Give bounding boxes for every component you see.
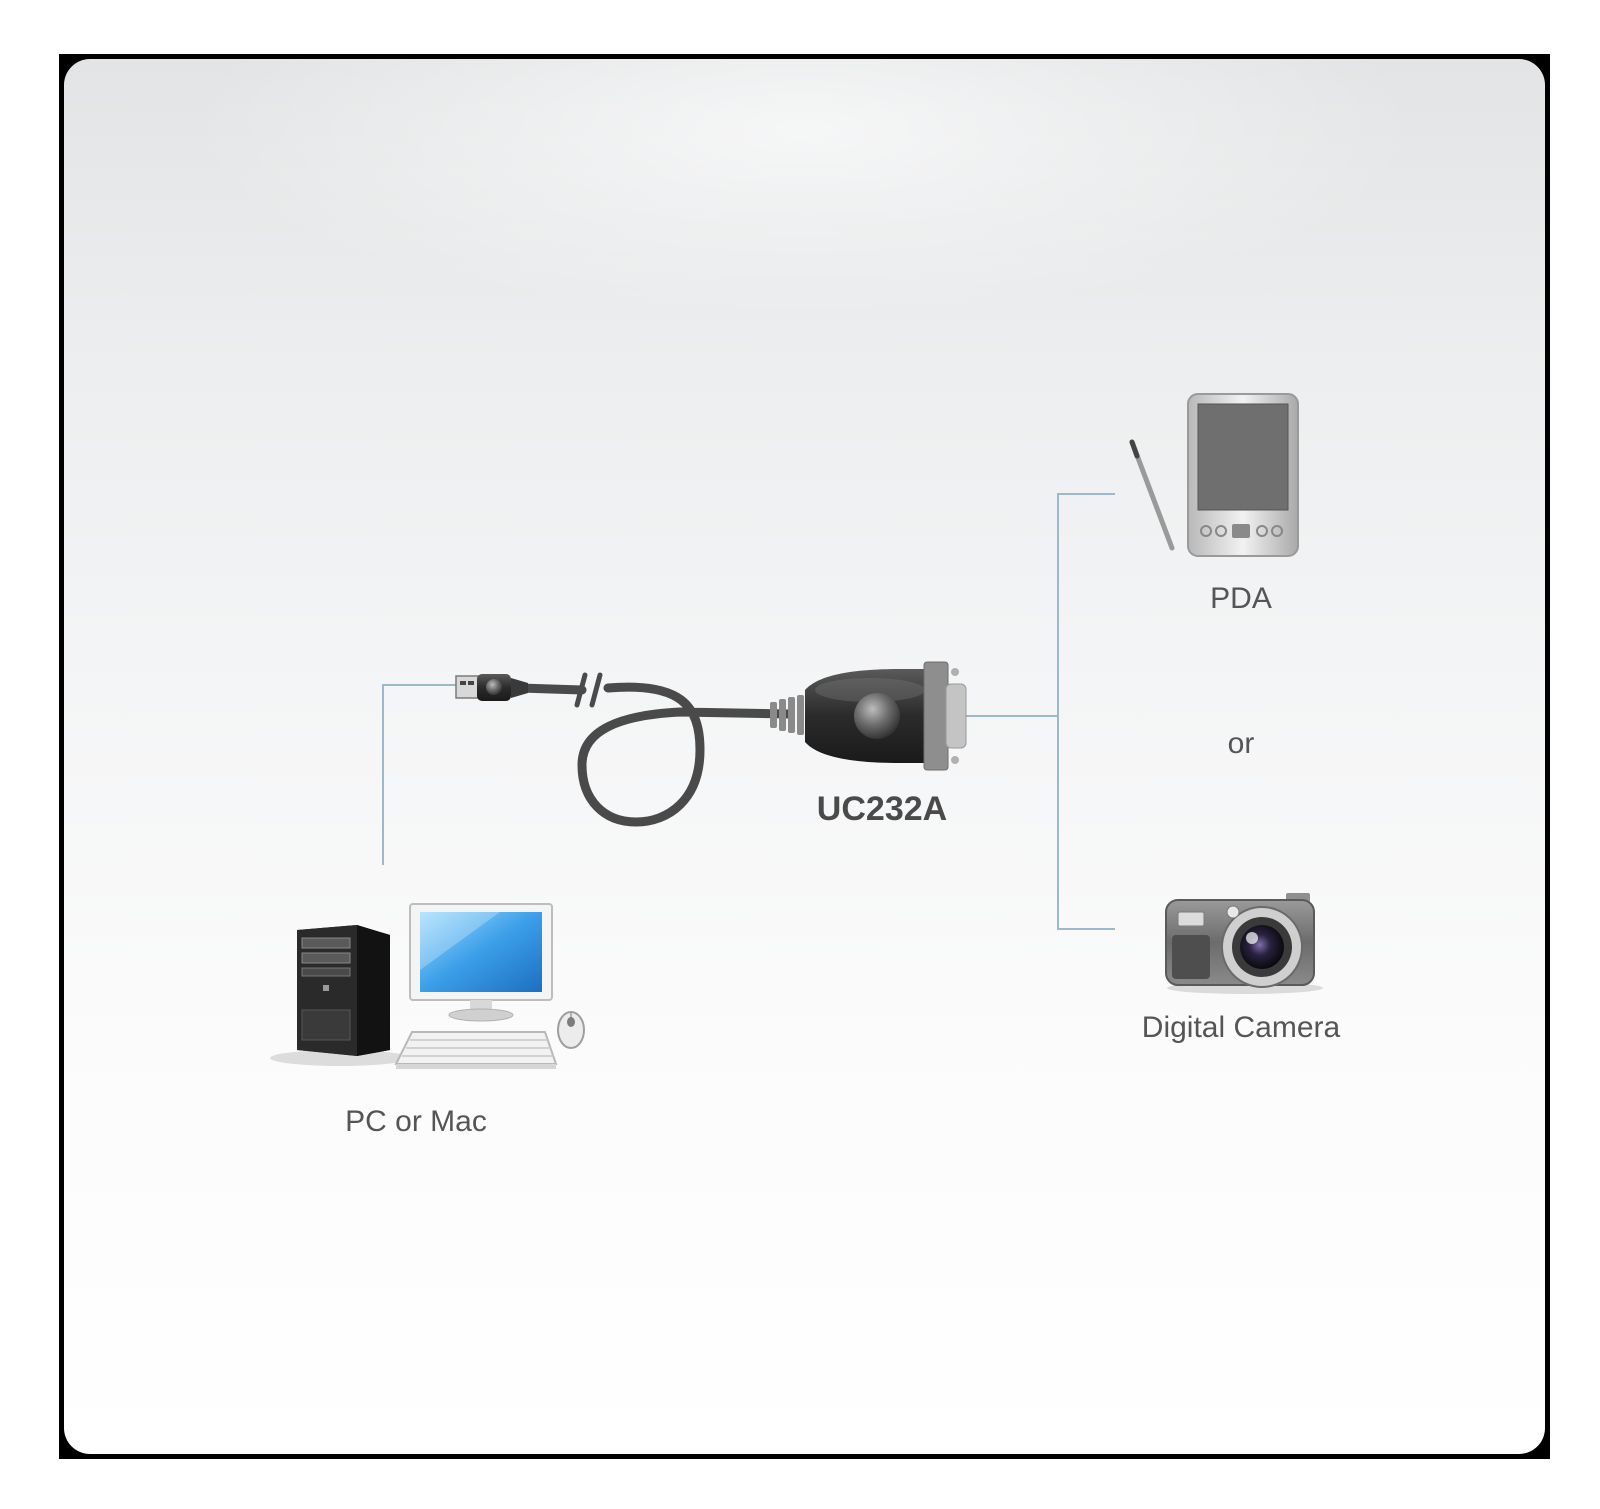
connector-lines (382, 493, 1115, 930)
camera-label: Digital Camera (1141, 1011, 1341, 1044)
diagram-panel (64, 59, 1545, 1454)
computer-tower-icon (270, 925, 410, 1066)
keyboard-icon (394, 1031, 558, 1069)
pda-label: PDA (1210, 582, 1272, 615)
separator-label: or (1227, 727, 1255, 760)
adapter-label: UC232A (816, 790, 948, 828)
stylus-icon (1129, 439, 1175, 551)
diagram-frame (59, 54, 1550, 1459)
usb-cable (515, 682, 795, 827)
camera-icon (1165, 893, 1323, 994)
serial-adapter-icon (770, 661, 967, 771)
mouse-icon (557, 1011, 585, 1049)
pc-connector-line (382, 684, 460, 865)
cable-break-icon (574, 672, 603, 708)
pda-icon (1187, 393, 1299, 557)
device-bracket-line (1057, 493, 1115, 930)
monitor-icon (409, 903, 553, 1022)
pc-label: PC or Mac (345, 1105, 487, 1138)
usb-plug-icon (455, 674, 528, 701)
